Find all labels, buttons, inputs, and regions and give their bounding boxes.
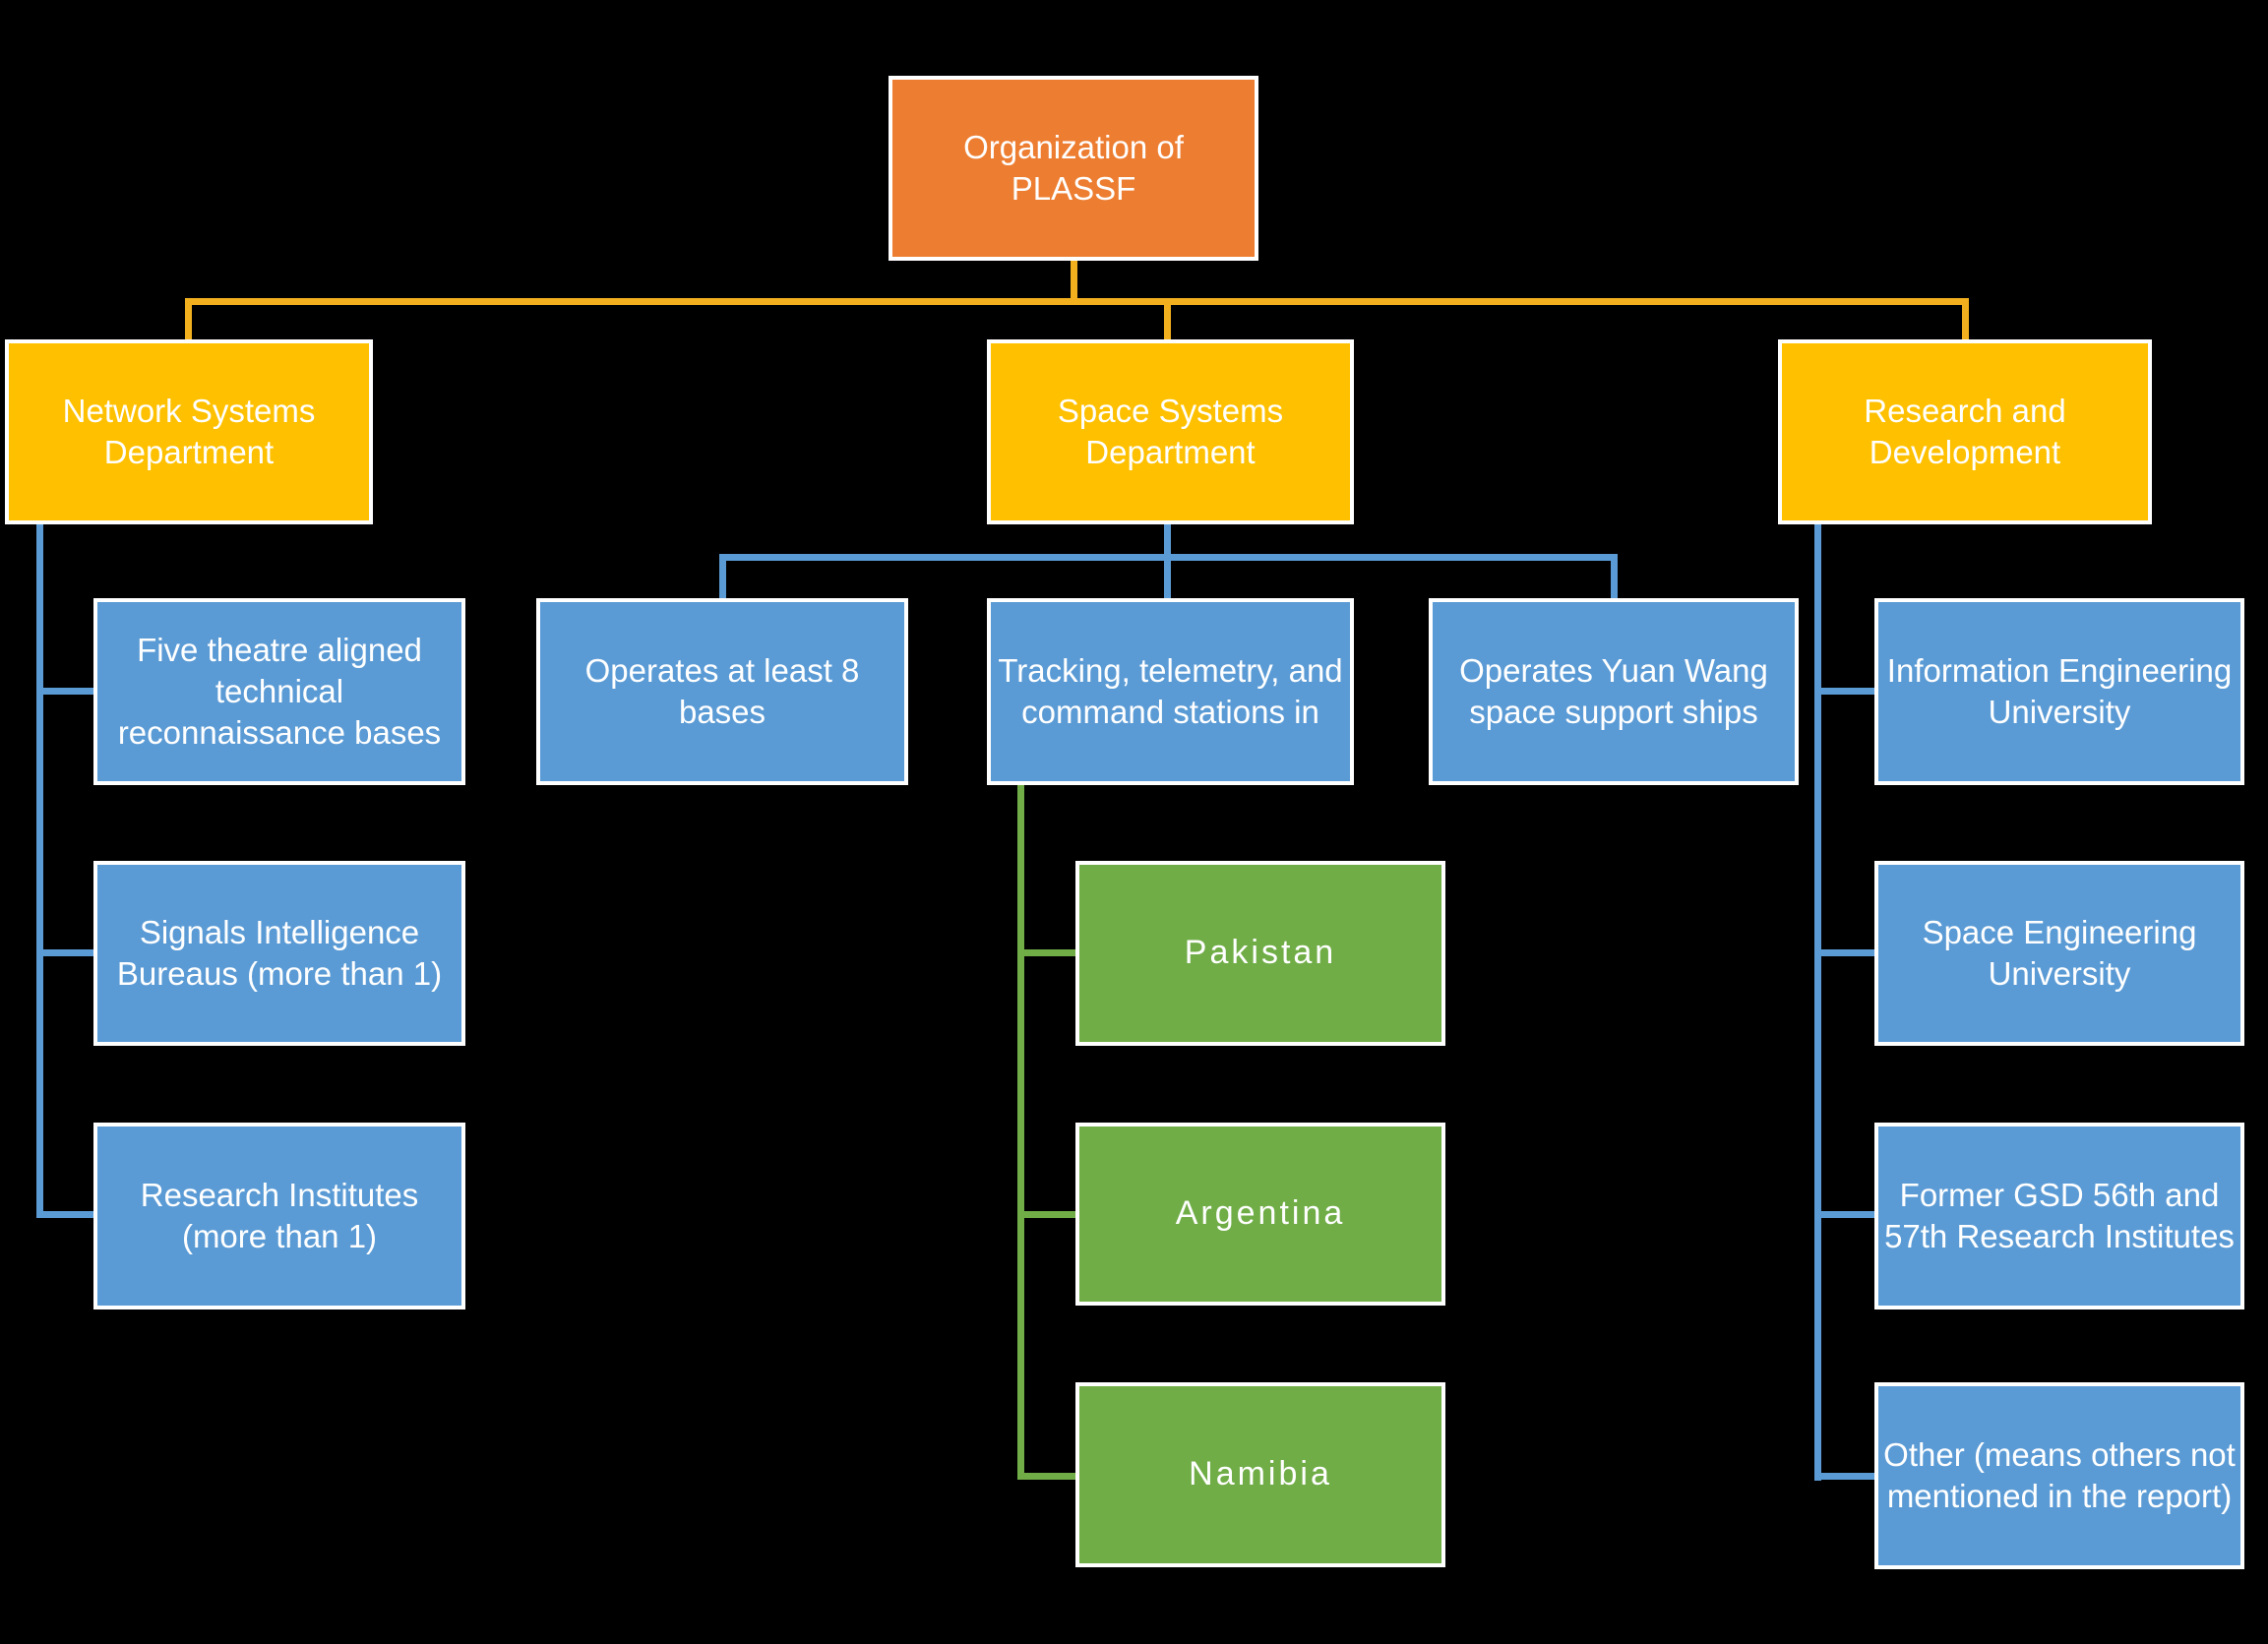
connector-root-stem — [1071, 261, 1077, 305]
item-label: Tracking, telemetry, and command station… — [998, 651, 1343, 730]
connector-rnd-stub-4 — [1814, 1473, 1878, 1480]
item-other: Other (means others not mentioned in the… — [1874, 1382, 2244, 1569]
connector-network-stub-2 — [36, 949, 97, 956]
dept-network-systems-label: Network Systems Department — [62, 392, 316, 470]
connector-country-stub-2 — [1017, 1211, 1079, 1218]
connector-space-bar — [719, 554, 1618, 561]
item-label: Signals Intelligence Bureaus (more than … — [116, 913, 443, 992]
item-label: Operates Yuan Wang space support ships — [1459, 651, 1768, 730]
connector-network-trunk — [36, 524, 43, 1218]
connector-rnd-stub-1 — [1814, 688, 1878, 695]
connector-space-stem — [1164, 524, 1171, 600]
connector-drop-rnd — [1962, 298, 1969, 341]
item-label: Five theatre aligned technical reconnais… — [117, 631, 442, 752]
connector-drop-bases — [719, 554, 726, 600]
country-label: Argentina — [1175, 1194, 1346, 1233]
connector-departments-bar — [185, 298, 1969, 305]
connector-rnd-stub-3 — [1814, 1211, 1878, 1218]
country-pakistan: Pakistan — [1075, 861, 1445, 1046]
connector-drop-ships — [1611, 554, 1618, 600]
item-label: Former GSD 56th and 57th Research Instit… — [1884, 1176, 2235, 1254]
country-argentina: Argentina — [1075, 1123, 1445, 1306]
item-operates-8-bases: Operates at least 8 bases — [536, 598, 908, 785]
root-node-organization-plassf: Organization of PLASSF — [889, 76, 1258, 261]
country-label: Pakistan — [1184, 934, 1337, 972]
connector-country-stub-3 — [1017, 1473, 1079, 1480]
connector-rnd-trunk — [1814, 524, 1821, 1481]
item-tracking-telemetry-command-stations: Tracking, telemetry, and command station… — [987, 598, 1354, 785]
dept-network-systems: Network Systems Department — [5, 339, 373, 524]
item-former-gsd-research-institutes: Former GSD 56th and 57th Research Instit… — [1874, 1123, 2244, 1309]
connector-countries-trunk — [1017, 785, 1024, 1480]
item-space-engineering-university: Space Engineering University — [1874, 861, 2244, 1046]
connector-country-stub-1 — [1017, 949, 1079, 956]
dept-research-development: Research and Development — [1778, 339, 2152, 524]
country-label: Namibia — [1189, 1455, 1332, 1493]
dept-space-systems: Space Systems Department — [987, 339, 1354, 524]
connector-drop-network — [185, 298, 192, 341]
dept-space-systems-label: Space Systems Department — [1057, 392, 1284, 470]
item-yuan-wang-support-ships: Operates Yuan Wang space support ships — [1429, 598, 1799, 785]
item-label: Information Engineering University — [1886, 651, 2233, 730]
country-namibia: Namibia — [1075, 1382, 1445, 1567]
item-label: Research Institutes (more than 1) — [140, 1176, 419, 1254]
connector-drop-space — [1164, 298, 1171, 341]
item-label: Space Engineering University — [1922, 913, 2197, 992]
root-node-label: Organization of PLASSF — [963, 128, 1184, 207]
connector-network-stub-1 — [36, 688, 97, 695]
dept-research-development-label: Research and Development — [1864, 392, 2066, 470]
item-label: Other (means others not mentioned in the… — [1883, 1435, 2236, 1514]
item-signals-intelligence-bureaus: Signals Intelligence Bureaus (more than … — [93, 861, 465, 1046]
item-information-engineering-university: Information Engineering University — [1874, 598, 2244, 785]
item-label: Operates at least 8 bases — [584, 651, 860, 730]
item-research-institutes: Research Institutes (more than 1) — [93, 1123, 465, 1309]
connector-network-stub-3 — [36, 1211, 97, 1218]
item-five-theatre-reconnaissance-bases: Five theatre aligned technical reconnais… — [93, 598, 465, 785]
connector-rnd-stub-2 — [1814, 949, 1878, 956]
